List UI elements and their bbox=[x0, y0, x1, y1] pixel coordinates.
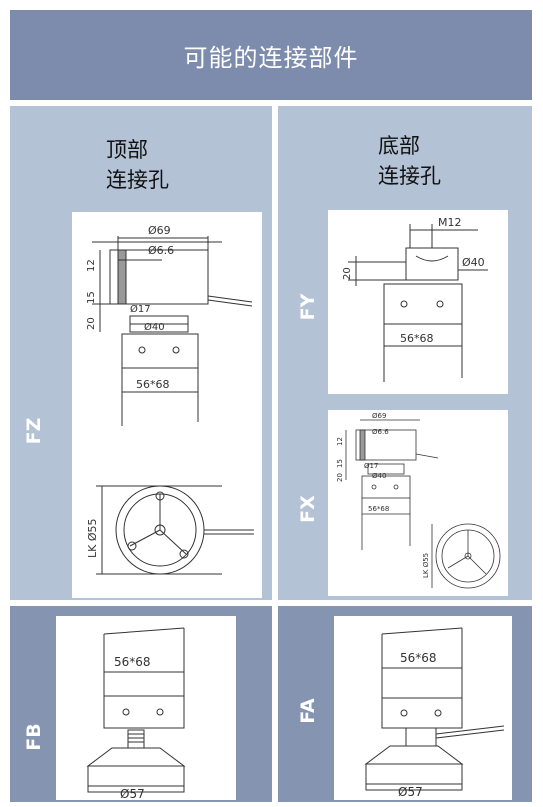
drawing-fb: 56*68 Ø57 bbox=[56, 616, 236, 801]
fz-dim-d1: Ø69 bbox=[148, 224, 171, 237]
fx-dim-lk: LK Ø55 bbox=[422, 553, 430, 578]
fz-dim-d2: Ø6.6 bbox=[148, 244, 174, 257]
fx-dim-h3: 20 bbox=[336, 473, 344, 482]
fy-dim-d: Ø40 bbox=[462, 256, 485, 269]
drawing-fx-svg: Ø69 Ø6.6 Ø17 Ø40 56*68 12 15 20 LK Ø55 bbox=[336, 412, 501, 589]
fz-dim-h3: 20 bbox=[86, 317, 97, 330]
drawing-fz-svg: Ø69 Ø6.6 Ø17 Ø40 56*68 12 15 20 LK Ø55 bbox=[86, 224, 254, 575]
fz-dim-h1: 12 bbox=[86, 259, 97, 272]
fx-dim-w: 56*68 bbox=[368, 505, 389, 513]
panel-fz-title-line1: 顶部 bbox=[106, 138, 148, 162]
fb-dim-w: 56*68 bbox=[114, 655, 151, 669]
panel-fy-title-line2: 连接孔 bbox=[378, 164, 441, 188]
panel-fz: 顶部 连接孔 FZ bbox=[10, 106, 272, 600]
fx-dim-h1: 12 bbox=[336, 437, 344, 446]
fy-dim-h: 20 bbox=[342, 267, 353, 280]
panel-fb: FB 56*68 Ø57 bbox=[10, 606, 272, 802]
panel-fy-fx: 底部 连接孔 FY FX M12 Ø40 bbox=[278, 106, 532, 600]
fz-dim-d4: Ø40 bbox=[144, 321, 165, 333]
drawing-fa-svg: 56*68 Ø57 bbox=[364, 627, 505, 799]
panel-fa: FA 56*68 Ø57 bbox=[278, 606, 532, 802]
fz-dim-d3: Ø17 bbox=[130, 303, 151, 315]
fy-dim-w: 56*68 bbox=[400, 332, 434, 345]
fx-dim-d1: Ø69 bbox=[372, 412, 386, 420]
fx-dim-d3: Ø17 bbox=[364, 462, 378, 470]
fa-dim-w: 56*68 bbox=[400, 651, 437, 665]
drawing-fb-svg: 56*68 Ø57 bbox=[86, 627, 186, 801]
drawing-fx: Ø69 Ø6.6 Ø17 Ø40 56*68 12 15 20 LK Ø55 bbox=[328, 410, 508, 596]
fz-dim-w: 56*68 bbox=[136, 378, 170, 391]
panel-fy-title-line1: 底部 bbox=[378, 134, 420, 158]
drawing-fa: 56*68 Ø57 bbox=[334, 616, 512, 800]
fx-dim-d2: Ø6.6 bbox=[372, 428, 389, 436]
panel-fb-code: FB bbox=[23, 723, 45, 751]
panel-fz-title-line2: 连接孔 bbox=[106, 168, 169, 192]
panel-fa-code: FA bbox=[297, 698, 319, 724]
fx-dim-d4: Ø40 bbox=[372, 472, 386, 480]
fy-dim-m: M12 bbox=[438, 216, 462, 229]
drawing-fy-svg: M12 Ø40 20 56*68 bbox=[342, 216, 488, 382]
fb-dim-d: Ø57 bbox=[120, 787, 145, 800]
fa-dim-d: Ø57 bbox=[398, 785, 423, 799]
fz-dim-lk: LK Ø55 bbox=[86, 519, 99, 559]
page-title: 可能的连接部件 bbox=[10, 10, 532, 100]
drawing-fz: Ø69 Ø6.6 Ø17 Ø40 56*68 12 15 20 LK Ø55 bbox=[72, 212, 262, 598]
panel-fx-code: FX bbox=[297, 495, 319, 523]
panel-fy-code: FY bbox=[297, 293, 319, 321]
fz-dim-h2: 15 bbox=[86, 291, 97, 304]
drawing-fy: M12 Ø40 20 56*68 bbox=[328, 210, 508, 394]
panel-fz-code: FZ bbox=[23, 417, 45, 445]
fx-dim-h2: 15 bbox=[336, 459, 344, 468]
